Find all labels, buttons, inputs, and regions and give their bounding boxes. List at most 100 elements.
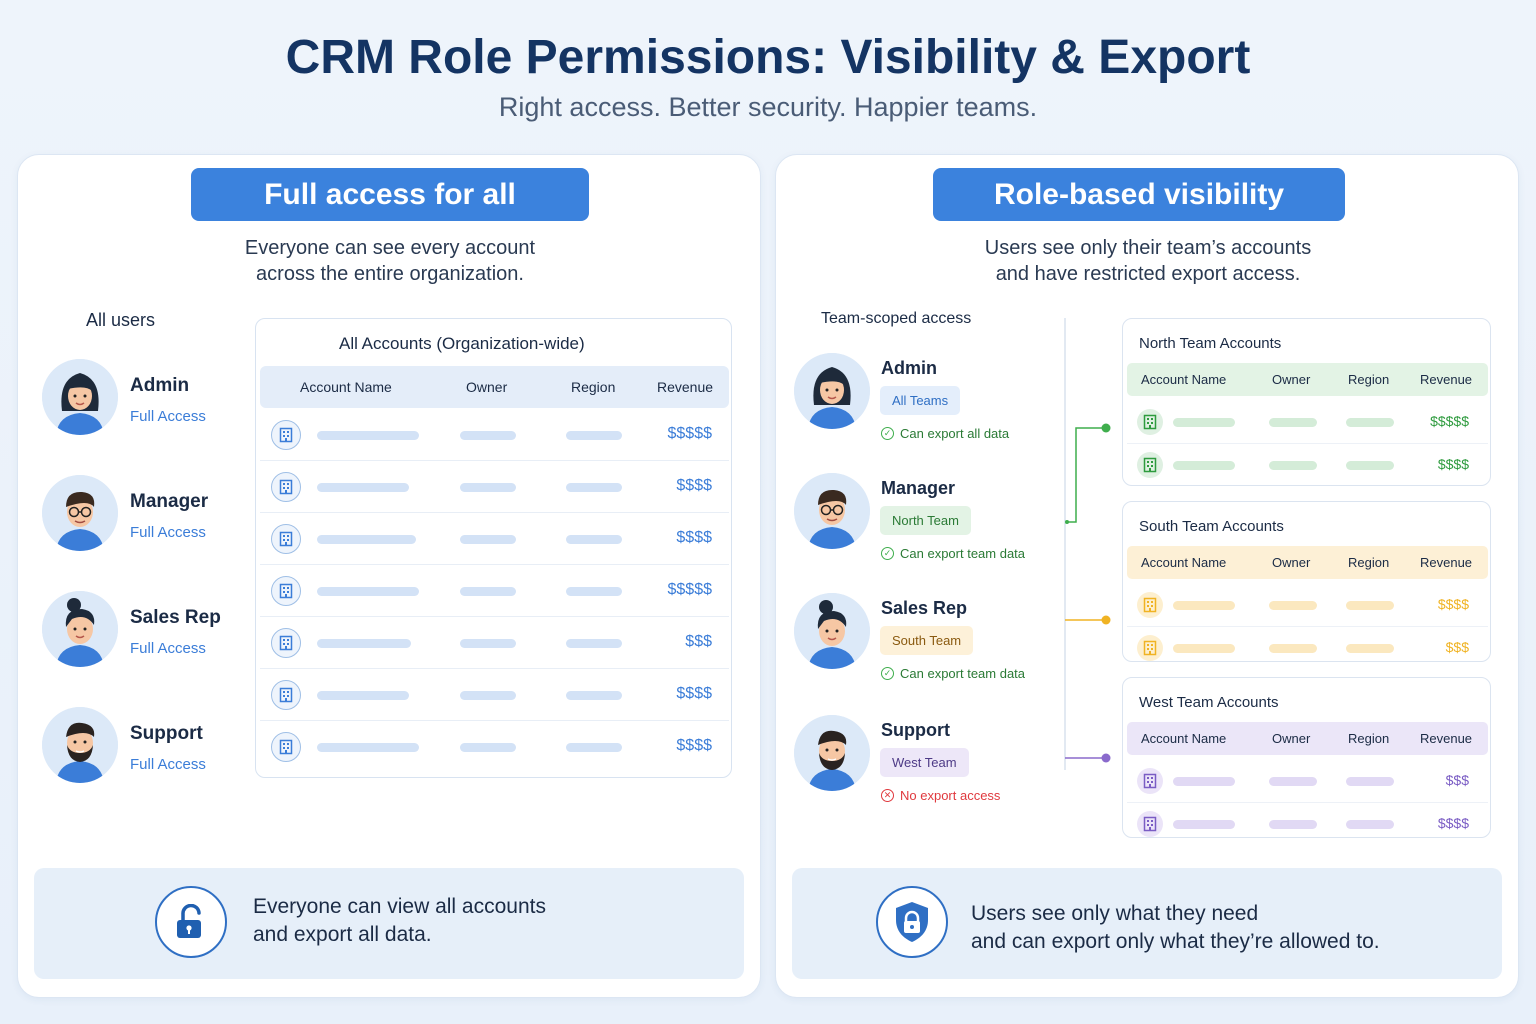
export-note-manager: ✓Can export team data xyxy=(881,546,1025,561)
account-name-placeholder xyxy=(1173,644,1235,653)
table-row: $$$ xyxy=(1127,759,1488,803)
west-connector-dot xyxy=(1101,753,1111,763)
region-placeholder xyxy=(1346,418,1394,427)
region-placeholder xyxy=(1346,777,1394,786)
table-row: $$$$ xyxy=(260,513,729,565)
account-name-placeholder xyxy=(317,483,409,492)
column-account-name: Account Name xyxy=(1141,372,1227,387)
x-circle-icon: ✕ xyxy=(881,789,894,802)
column-region: Region xyxy=(571,379,616,395)
avatar-sales-rep xyxy=(794,593,870,669)
account-name-placeholder xyxy=(317,535,416,544)
role-name-admin: Admin xyxy=(130,375,190,396)
owner-placeholder xyxy=(1269,777,1317,786)
column-account-name: Account Name xyxy=(300,379,392,395)
role-access-sales-rep: Full Access xyxy=(130,640,206,657)
revenue-value: $$$$ xyxy=(676,737,712,754)
building-icon xyxy=(271,576,301,606)
column-owner: Owner xyxy=(1272,372,1311,387)
unlocked-padlock-icon xyxy=(155,886,227,958)
owner-placeholder xyxy=(1269,820,1317,829)
building-icon xyxy=(271,524,301,554)
column-owner: Owner xyxy=(1272,555,1311,570)
table-row: $$$$$ xyxy=(260,409,729,461)
column-region: Region xyxy=(1348,555,1390,570)
building-icon xyxy=(271,732,301,762)
region-placeholder xyxy=(566,743,622,752)
owner-placeholder xyxy=(1269,644,1317,653)
table-row: $$$$ xyxy=(1127,443,1488,487)
role-based-heading: Role-based visibility xyxy=(933,168,1345,221)
role-access-admin: Full Access xyxy=(130,408,206,425)
check-circle-icon: ✓ xyxy=(881,547,894,560)
full-access-heading: Full access for all xyxy=(191,168,589,221)
owner-placeholder xyxy=(1269,461,1317,470)
account-name-placeholder xyxy=(1173,418,1235,427)
north-connector-dot xyxy=(1101,423,1111,433)
revenue-value: $$$$$ xyxy=(1430,413,1469,429)
team-badge-admin: All Teams xyxy=(880,386,961,415)
building-icon xyxy=(271,628,301,658)
table-row: $$$$$ xyxy=(1127,400,1488,444)
table-row: $$$$ xyxy=(260,461,729,513)
account-name-placeholder xyxy=(1173,777,1235,786)
table-row: $$$$ xyxy=(260,669,729,721)
account-name-placeholder xyxy=(317,639,411,648)
account-name-placeholder xyxy=(317,691,409,700)
table-row: $$$$ xyxy=(1127,802,1488,846)
revenue-value: $$$ xyxy=(685,633,712,650)
shield-lock-icon xyxy=(876,886,948,958)
role-access-manager: Full Access xyxy=(130,524,206,541)
owner-placeholder xyxy=(460,431,516,440)
page-title: CRM Role Permissions: Visibility & Expor… xyxy=(285,31,1251,84)
column-revenue: Revenue xyxy=(1420,731,1473,746)
check-circle-icon: ✓ xyxy=(881,667,894,680)
region-placeholder xyxy=(1346,601,1394,610)
region-placeholder xyxy=(566,639,622,648)
region-placeholder xyxy=(566,535,622,544)
revenue-value: $$$$ xyxy=(676,477,712,494)
column-revenue: Revenue xyxy=(1420,555,1473,570)
export-note-admin: ✓Can export all data xyxy=(881,426,1009,441)
account-name-placeholder xyxy=(317,743,419,752)
revenue-value: $$$$ xyxy=(1437,596,1469,612)
north-connector xyxy=(1067,427,1106,523)
avatar-admin xyxy=(794,353,870,429)
role-based-summary: Users see only what they need and can ex… xyxy=(792,868,1502,979)
column-account-name: Account Name xyxy=(1141,555,1227,570)
north-team-table-title: North Team Accounts xyxy=(1139,335,1282,352)
all-users-label: All users xyxy=(86,310,156,330)
owner-placeholder xyxy=(460,535,516,544)
team-badge-sales-rep: South Team xyxy=(880,626,974,655)
revenue-value: $$$$ xyxy=(676,529,712,546)
west-team-table-title: West Team Accounts xyxy=(1139,694,1279,711)
account-name-placeholder xyxy=(1173,461,1235,470)
column-owner: Owner xyxy=(1272,731,1311,746)
south-team-table-title: South Team Accounts xyxy=(1139,518,1284,535)
south-connector-dot xyxy=(1101,615,1111,625)
revenue-value: $$$$ xyxy=(676,685,712,702)
column-revenue: Revenue xyxy=(657,379,714,395)
revenue-value: $$$$$ xyxy=(667,425,713,442)
avatar-manager xyxy=(794,473,870,549)
role-access-support: Full Access xyxy=(130,756,206,773)
role-based-panel: Role-based visibility Users see only the… xyxy=(775,154,1519,998)
team-connectors xyxy=(1064,318,1111,770)
role-name-support: Support xyxy=(881,720,950,740)
avatar-support xyxy=(794,715,870,791)
table-row: $$$ xyxy=(260,617,729,669)
owner-placeholder xyxy=(1269,601,1317,610)
region-placeholder xyxy=(1346,820,1394,829)
column-region: Region xyxy=(1348,372,1390,387)
full-access-summary-text: Everyone can view all accounts and expor… xyxy=(253,895,546,946)
column-owner: Owner xyxy=(466,379,508,395)
building-icon xyxy=(271,472,301,502)
building-icon xyxy=(1137,409,1163,435)
team-scoped-label: Team-scoped access xyxy=(821,310,972,327)
team-badge-support: West Team xyxy=(880,748,969,777)
column-account-name: Account Name xyxy=(1141,731,1227,746)
all-accounts-table: All Accounts (Organization-wide) Account… xyxy=(255,318,732,778)
